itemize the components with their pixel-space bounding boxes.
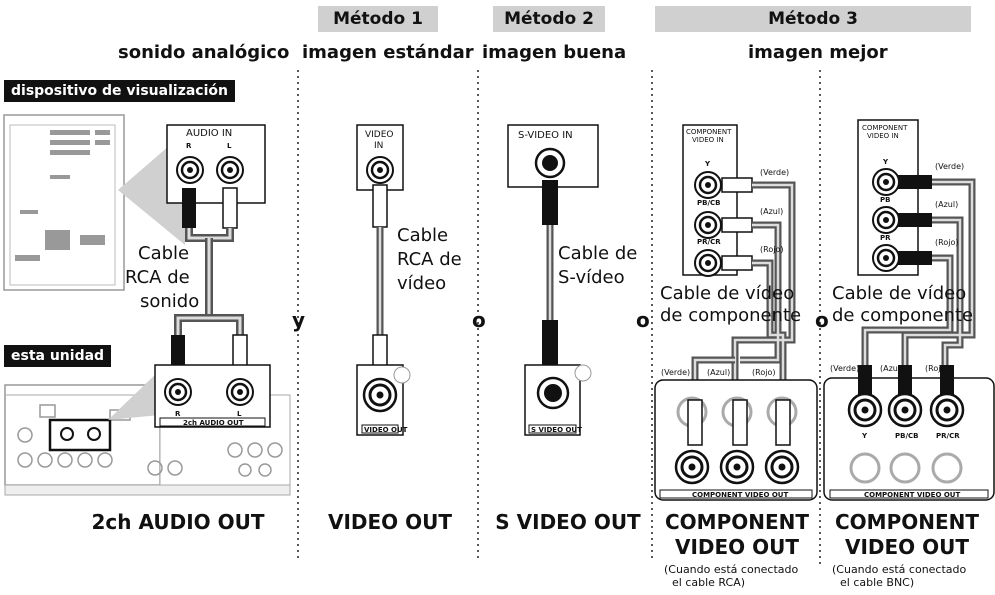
method-1-band: Método 1 xyxy=(318,6,438,32)
panel-video-out-label: VIDEO OUT xyxy=(364,426,408,434)
note-bnc-2: el cable BNC) xyxy=(840,576,915,589)
panel-s-video-out-label: S VIDEO OUT xyxy=(531,426,582,434)
panel-bnc-blue-label: (Azul) xyxy=(880,364,904,373)
header-standard-image: imagen estándar xyxy=(302,42,474,63)
component-rca-cable-label-2: de componente xyxy=(660,305,802,326)
note-rca-2: el cable RCA) xyxy=(672,576,746,589)
panel-bnc-pr-label: PR/CR xyxy=(936,432,960,440)
header-analog-sound: sonido analógico xyxy=(118,42,290,63)
panel-bnc-red-label: (Rojo) xyxy=(925,364,949,373)
panel-audio-r-label: R xyxy=(175,410,181,418)
audio-r-label: R xyxy=(186,142,192,150)
bnc-pr-label: PR xyxy=(880,234,891,242)
column-separators xyxy=(297,70,821,565)
audio-in-label: AUDIO IN xyxy=(186,128,233,139)
bnc-pb-label: PB xyxy=(880,196,891,204)
method-2-band: Método 2 xyxy=(493,6,605,32)
rca-pr-label: PR/CR xyxy=(697,238,721,246)
rca-pb-label: PB/CB xyxy=(697,199,721,207)
s-video-cable xyxy=(542,180,558,368)
panel-rca-red-label: (Rojo) xyxy=(752,368,776,377)
bnc-red-label: (Rojo) xyxy=(935,238,959,247)
conjunction-or-1: o xyxy=(472,308,486,332)
header-better-image: imagen mejor xyxy=(748,42,888,63)
bottom-s-video-out: S VIDEO OUT xyxy=(495,510,641,534)
component-cable-bnc xyxy=(861,175,976,365)
this-unit-badge: esta unidad xyxy=(4,345,112,367)
conjunction-or-2: o xyxy=(636,308,650,332)
note-rca-1: (Cuando está conectado xyxy=(664,563,799,576)
video-cable xyxy=(372,184,388,376)
s-video-in-label: S-VIDEO IN xyxy=(518,130,573,141)
s-video-cable-label-1: Cable de xyxy=(558,243,638,264)
component-in-bnc-label-1: COMPONENT xyxy=(862,124,908,132)
rca-red-label: (Rojo) xyxy=(760,245,784,254)
bottom-component-bnc-2: VIDEO OUT xyxy=(844,535,970,559)
method-3-band: Método 3 xyxy=(655,6,971,32)
component-rca-cable-label-1: Cable de vídeo xyxy=(660,283,795,304)
bottom-component-rca-2: VIDEO OUT xyxy=(674,535,800,559)
panel-bnc-y-label: Y xyxy=(862,432,868,440)
panel-bnc-pb-label: PB/CB xyxy=(895,432,919,440)
component-bnc-cable-label-1: Cable de vídeo xyxy=(832,283,967,304)
component-cable-rca xyxy=(691,177,796,400)
conjunction-or-3: o xyxy=(815,308,829,332)
video-in-label-1: VIDEO xyxy=(365,130,394,140)
tv-illustration xyxy=(3,114,185,291)
bottom-video-out: VIDEO OUT xyxy=(327,510,453,534)
bnc-y-label: Y xyxy=(883,158,889,166)
video-in-label-2: IN xyxy=(374,141,384,151)
panel-component-out-rca-label: COMPONENT VIDEO OUT xyxy=(692,491,789,499)
header-good-image: imagen buena xyxy=(482,42,627,63)
component-in-rca-label-2: VIDEO IN xyxy=(692,136,724,144)
video-cable-label-3: vídeo xyxy=(397,273,447,294)
rca-blue-label: (Azul) xyxy=(760,207,784,216)
bnc-blue-label: (Azul) xyxy=(935,200,959,209)
component-in-rca-label-1: COMPONENT xyxy=(686,128,732,136)
panel-2ch-audio-out-label: 2ch AUDIO OUT xyxy=(183,419,244,427)
bottom-component-rca-1: COMPONENT xyxy=(664,510,810,534)
audio-cable-label-2: RCA de xyxy=(125,267,190,288)
rca-y-label: Y xyxy=(705,160,711,168)
video-cable-label-1: Cable xyxy=(397,225,449,246)
bottom-2ch-audio-out: 2ch AUDIO OUT xyxy=(91,510,265,534)
panel-bnc-green-label: (Verde) xyxy=(830,364,860,373)
panel-audio-l-label: L xyxy=(237,410,242,418)
s-video-cable-label-2: S-vídeo xyxy=(558,267,625,288)
panel-rca-green-label: (Verde) xyxy=(661,368,691,377)
bnc-green-label: (Verde) xyxy=(935,162,965,171)
audio-cable-label-1: Cable xyxy=(138,243,190,264)
note-bnc-1: (Cuando está conectado xyxy=(832,563,967,576)
rca-green-label: (Verde) xyxy=(760,168,790,177)
audio-cable-label-3: sonido xyxy=(140,291,200,312)
video-cable-label-2: RCA de xyxy=(397,249,462,270)
panel-rca-blue-label: (Azul) xyxy=(707,368,731,377)
component-in-bnc-label-2: VIDEO IN xyxy=(867,132,899,140)
conjunction-and: y xyxy=(292,308,306,332)
panel-component-out-bnc-label: COMPONENT VIDEO OUT xyxy=(864,491,961,499)
audio-l-label: L xyxy=(227,142,232,150)
component-bnc-cable-label-2: de componente xyxy=(832,305,974,326)
bottom-component-bnc-1: COMPONENT xyxy=(834,510,980,534)
display-device-badge: dispositivo de visualización xyxy=(4,80,235,102)
